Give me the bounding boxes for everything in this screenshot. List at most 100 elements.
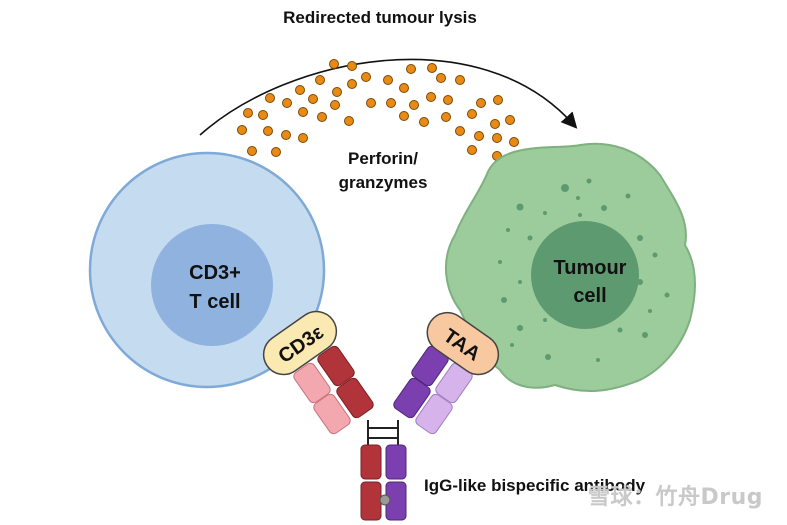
right-light-chain-lower — [415, 393, 453, 435]
tumour-dot — [601, 205, 607, 211]
granule — [265, 93, 275, 103]
tumour-dot — [648, 309, 652, 313]
granule — [399, 83, 409, 93]
granule — [263, 126, 273, 136]
t-cell-label-line2: T cell — [189, 291, 240, 313]
granule — [308, 94, 318, 104]
granule — [386, 98, 396, 108]
granule — [509, 137, 519, 147]
tumour-dot — [510, 343, 514, 347]
tumour-dot — [664, 292, 670, 298]
tumour-dot — [498, 260, 502, 264]
left-light-chain-lower — [313, 393, 351, 435]
left-heavy-chain-lower — [336, 377, 374, 419]
left-light-chain-upper — [293, 362, 331, 404]
tumour-dot — [586, 178, 592, 184]
granule — [344, 116, 354, 126]
granule — [243, 108, 253, 118]
granule — [237, 125, 247, 135]
left-heavy-chain-upper — [317, 345, 355, 387]
tumour-dot — [543, 211, 547, 215]
granule — [467, 109, 477, 119]
granule — [281, 130, 291, 140]
tumour-dot — [625, 193, 631, 199]
granule — [282, 98, 292, 108]
granule — [332, 87, 342, 97]
tumour-dot — [637, 235, 643, 241]
granule — [505, 115, 515, 125]
tumour-label-line2: cell — [573, 285, 606, 307]
diagram-title: Redirected tumour lysis — [283, 8, 477, 27]
tumour-dot — [501, 297, 507, 303]
fc-right-upper — [385, 444, 407, 480]
granule — [317, 112, 327, 122]
antibody-fc-region — [360, 444, 407, 521]
tumour-dot — [596, 358, 600, 362]
tumour-dot — [617, 327, 623, 333]
granule — [271, 147, 281, 157]
tumour-cytoplasm-dots — [498, 178, 670, 362]
granule — [490, 119, 500, 129]
antibody-label: IgG-like bispecific antibody — [424, 476, 646, 495]
antibody-right-arm — [393, 345, 473, 435]
tumour-dot — [527, 235, 533, 241]
granule — [347, 61, 357, 71]
granule — [436, 73, 446, 83]
granule — [493, 95, 503, 105]
granule — [330, 100, 340, 110]
taa-pill — [426, 311, 500, 376]
tumour-dot — [652, 252, 658, 258]
granule — [366, 98, 376, 108]
granule — [361, 72, 371, 82]
granule — [298, 133, 308, 143]
t-cell-label-line1: CD3+ — [189, 262, 241, 284]
fc-left-lower — [360, 481, 382, 521]
granule — [427, 63, 437, 73]
tumour-dot — [543, 318, 547, 322]
granule — [409, 100, 419, 110]
granule — [443, 95, 453, 105]
granule — [258, 110, 268, 120]
granule — [347, 79, 357, 89]
tumour-dot — [578, 213, 582, 217]
tumour-dot — [561, 184, 569, 192]
tumour-nucleus — [531, 221, 639, 329]
t-cell-nucleus — [151, 224, 273, 346]
granule — [419, 117, 429, 127]
granule — [426, 92, 436, 102]
antibody-left-arm — [293, 345, 374, 435]
tumour-dot — [517, 325, 523, 331]
granule — [467, 145, 477, 155]
right-heavy-chain-lower — [393, 377, 431, 419]
granule — [455, 75, 465, 85]
granule — [455, 126, 465, 136]
tumour-dot — [518, 280, 522, 284]
antibody-hinge — [367, 420, 399, 445]
tumour-dot — [642, 332, 648, 338]
granule — [406, 64, 416, 74]
tumour-label-line1: Tumour — [554, 257, 627, 279]
granule — [247, 146, 257, 156]
fc-left-upper — [360, 444, 382, 480]
tumour-dot — [576, 196, 580, 200]
tumour-dot — [516, 203, 524, 211]
perforin-label-line1: Perforin/ — [348, 149, 418, 168]
cd3-pill — [262, 310, 338, 376]
granule — [298, 107, 308, 117]
granule — [441, 112, 451, 122]
perforin-granzyme-granules — [237, 59, 534, 163]
fc-knob-hole-marker — [379, 494, 391, 506]
granule — [492, 133, 502, 143]
granule — [295, 85, 305, 95]
granule — [399, 111, 409, 121]
granule — [329, 59, 339, 69]
tumour-dot — [545, 354, 551, 360]
perforin-label-line2: granzymes — [339, 173, 428, 192]
watermark: 雪球：竹舟Drug — [587, 485, 763, 510]
tumour-dot — [506, 228, 510, 232]
granule — [476, 98, 486, 108]
granule — [383, 75, 393, 85]
granule — [474, 131, 484, 141]
granule — [315, 75, 325, 85]
